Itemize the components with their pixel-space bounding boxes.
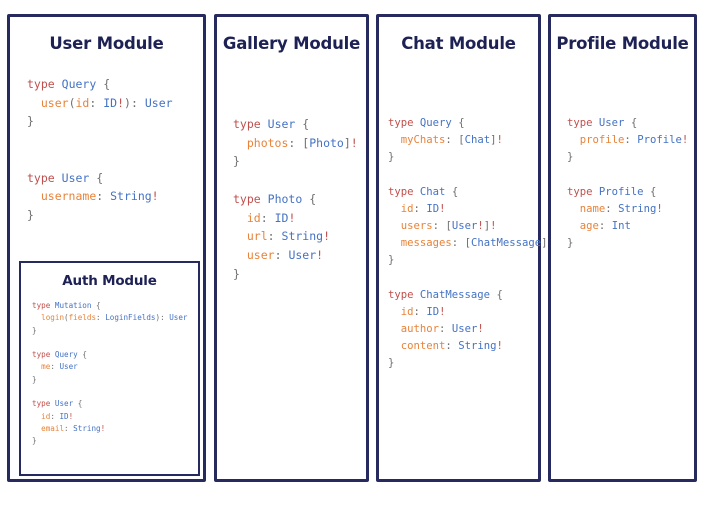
module-code-auth: type Mutation { login(fields: LoginField… bbox=[32, 301, 188, 446]
module-title-chat: Chat Module bbox=[401, 34, 516, 53]
module-code-user: type Query { user(id: ID!): User } type … bbox=[27, 77, 173, 223]
module-card-chat[interactable]: Chat Module type Query { myChats: [Chat]… bbox=[376, 14, 554, 482]
module-card-gallery[interactable]: Gallery Module type User { photos: [Phot… bbox=[214, 14, 369, 482]
module-title-gallery: Gallery Module bbox=[222, 34, 361, 53]
module-card-profile[interactable]: Profile Module type User { profile: Prof… bbox=[548, 14, 697, 482]
module-title-user: User Module bbox=[49, 34, 164, 53]
module-code-chat: type Query { myChats: [Chat]! } type Cha… bbox=[388, 117, 554, 370]
module-code-profile: type User { profile: Profile! } type Pro… bbox=[567, 117, 689, 250]
module-title-auth: Auth Module bbox=[62, 273, 157, 289]
module-title-profile: Profile Module bbox=[556, 34, 689, 53]
module-card-user[interactable]: User Module type Query { user(id: ID!): … bbox=[7, 14, 206, 482]
module-card-auth[interactable]: Auth Module type Mutation { login(fields… bbox=[19, 261, 200, 476]
module-code-gallery: type User { photos: [Photo]! } type Phot… bbox=[233, 117, 358, 281]
